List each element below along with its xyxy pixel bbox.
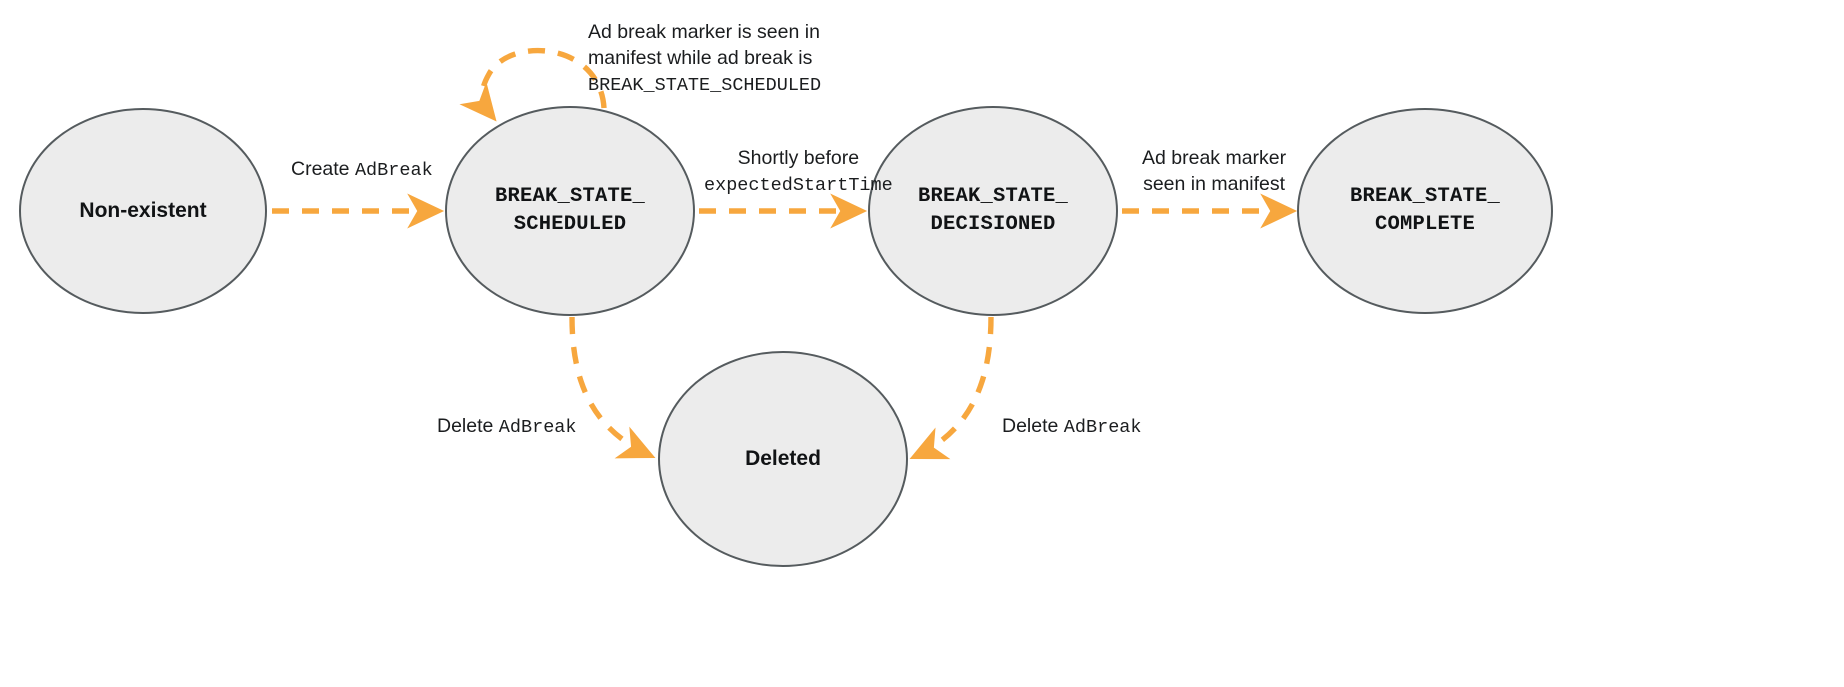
edge-scheduled-to-deleted — [569, 316, 656, 459]
state-node-label: BREAK_STATE_ COMPLETE — [1349, 184, 1501, 236]
state-node-complete[interactable]: BREAK_STATE_ COMPLETE — [1297, 108, 1553, 314]
state-node-label: Deleted — [745, 446, 821, 470]
state-node-label: Non-existent — [79, 198, 207, 222]
state-node-label: BREAK_STATE_ SCHEDULED — [494, 184, 646, 236]
edge-decisioned-to-deleted — [909, 316, 994, 460]
state-node-scheduled[interactable]: BREAK_STATE_ SCHEDULED — [445, 106, 695, 316]
state-node-non-existent[interactable]: Non-existent — [19, 108, 267, 314]
state-node-label: BREAK_STATE_ DECISIONED — [917, 184, 1069, 236]
state-node-decisioned[interactable]: BREAK_STATE_ DECISIONED — [868, 106, 1118, 316]
state-node-deleted[interactable]: Deleted — [658, 351, 908, 567]
edge-self-loop-scheduled — [459, 47, 607, 122]
